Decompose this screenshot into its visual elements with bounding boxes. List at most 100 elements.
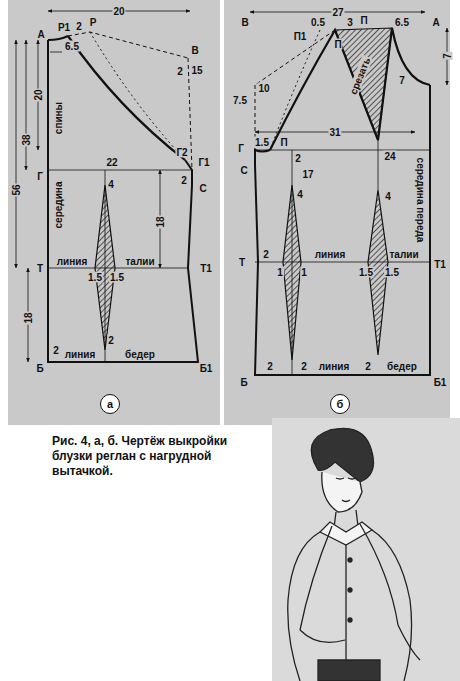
dimension-label: Б <box>239 377 248 388</box>
dimension-label: 1.5 <box>384 267 400 278</box>
dimension-label: Г <box>36 171 44 182</box>
dimension-label: 2 <box>294 153 302 164</box>
drawing-stroke <box>255 30 335 85</box>
dimension-label: 18 <box>155 215 166 228</box>
dimension-label: П1 <box>293 31 308 42</box>
dimension-label: 15 <box>190 65 203 76</box>
drawing-stroke <box>300 625 420 660</box>
dimension-label: С <box>239 165 248 176</box>
dimension-label: 3 <box>346 17 354 28</box>
dimension-label: бедер <box>124 349 156 360</box>
dimension-label: В <box>240 17 249 28</box>
drawing-stroke <box>16 40 17 268</box>
dimension-label: Т1 <box>199 263 213 274</box>
dimension-label: Г2 <box>175 147 188 158</box>
dimension-label: Г <box>237 143 245 154</box>
dimension-label: 1 <box>300 267 308 278</box>
dimension-label: 1.5 <box>109 272 125 283</box>
dimension-label: 2 <box>364 361 372 372</box>
dimension-label: 20 <box>112 6 125 17</box>
dimension-label: линия <box>64 349 97 360</box>
dimension-label: 6.5 <box>394 17 410 28</box>
dimension-label: Р1 <box>57 22 71 33</box>
dimension-label: П <box>279 137 288 148</box>
drawing-stroke <box>48 36 68 40</box>
drawing-stroke <box>335 28 392 140</box>
dimension-label: Т1 <box>433 259 447 270</box>
back-pattern <box>48 32 198 362</box>
dimension-label: 38 <box>21 133 32 146</box>
panel-letter: б <box>337 398 344 410</box>
dimension-label: талии <box>124 256 155 267</box>
dimension-label: Т <box>36 263 44 274</box>
woman-illustration <box>288 428 420 681</box>
dimension-label: 24 <box>383 151 396 162</box>
drawing-stroke <box>90 32 185 160</box>
dimension-label: 7 <box>398 75 406 86</box>
drawing-stroke <box>336 478 356 502</box>
drawing-stroke <box>48 40 198 362</box>
dimension-label: 27 <box>331 7 344 18</box>
drawing-stroke <box>8 0 220 425</box>
dimension-label: 20 <box>33 88 44 101</box>
dimension-label: Б1 <box>433 377 448 388</box>
dimension-label: 6.5 <box>64 41 80 52</box>
dimension-label: 22 <box>105 157 118 168</box>
panel-letter-circle: б <box>330 394 350 414</box>
figure-caption: Рис. 4, а, б. Чертёж выкройки блузки рег… <box>52 434 270 479</box>
dimension-label: 56 <box>11 183 22 196</box>
dimension-label: 7 <box>442 52 453 60</box>
dimension-label: 1.5 <box>358 267 374 278</box>
dimension-label: В <box>190 45 199 56</box>
dimension-label: 1.5 <box>254 137 270 148</box>
dimension-label: С <box>198 183 207 194</box>
drawing-stroke <box>50 52 62 53</box>
dimension-label: Р <box>89 17 98 28</box>
dimension-label: А <box>431 17 440 28</box>
dimension-label: Б <box>35 363 44 374</box>
dimension-label: 4 <box>384 191 392 202</box>
front-dimensions <box>250 12 447 132</box>
dimension-label: П <box>333 39 342 50</box>
drawing-stroke <box>272 418 460 681</box>
drawing-stroke <box>372 530 412 681</box>
dimension-label: 2 <box>266 361 274 372</box>
dimension-label: 2 <box>176 66 184 77</box>
dimension-label: середина <box>53 181 64 230</box>
dimension-label: 2 <box>52 345 60 356</box>
dimension-label: Б1 <box>199 363 214 374</box>
dimension-label: линия <box>318 361 351 372</box>
drawing-stroke <box>320 522 372 545</box>
panel-letter: а <box>107 398 113 410</box>
dimension-label: 0.5 <box>310 17 326 28</box>
drawing-stroke <box>288 532 320 681</box>
drawing-stroke <box>311 428 373 482</box>
drawing-stroke <box>318 660 380 681</box>
dimension-label: 31 <box>328 127 341 138</box>
dimension-label: А <box>36 29 45 40</box>
front-pattern <box>255 28 430 375</box>
drawing-stroke <box>334 510 358 528</box>
drawing-stroke <box>26 40 27 170</box>
dimension-label: бедер <box>386 361 418 372</box>
dimension-label: 2 <box>262 249 270 260</box>
dimension-label: спины <box>53 101 64 135</box>
dimension-label: 2 <box>300 361 308 372</box>
dimension-label: 4 <box>296 189 304 200</box>
drawing-stroke <box>68 32 188 58</box>
dimension-label: 2 <box>180 175 188 186</box>
drawing-stroke <box>300 524 398 630</box>
drawing-stroke <box>48 170 192 362</box>
drawing-stroke <box>255 140 430 375</box>
drawing-stroke <box>68 36 185 160</box>
dimension-label: середина переда <box>415 157 426 244</box>
dimension-label: 17 <box>301 169 314 180</box>
dimension-label: 18 <box>23 311 34 324</box>
panel-grounds <box>8 0 460 681</box>
drawing-stroke <box>348 588 352 592</box>
dimension-label: линия <box>314 249 347 260</box>
back-dimensions <box>16 11 190 362</box>
